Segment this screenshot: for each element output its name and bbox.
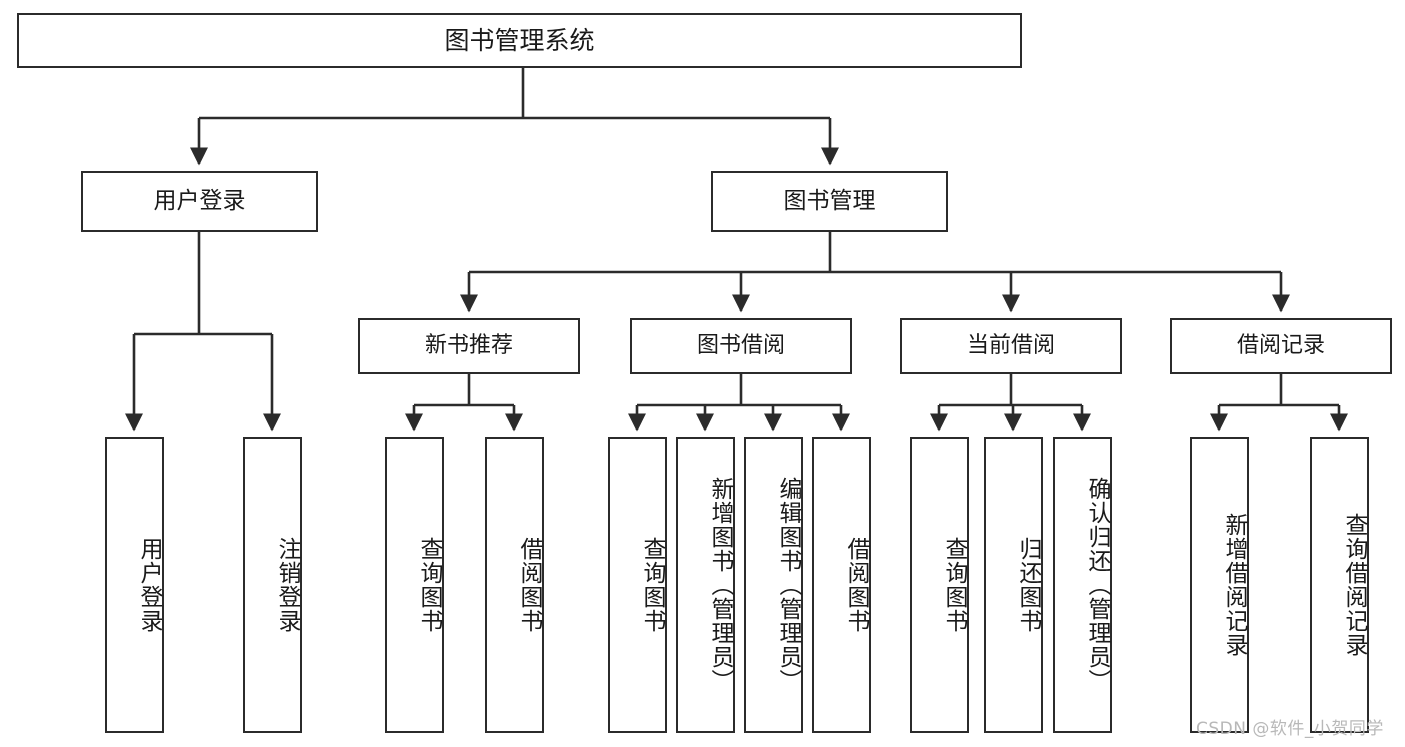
node-new-book-recommend[interactable]: 新书推荐 bbox=[358, 318, 580, 374]
node-root-label: 图书管理系统 bbox=[444, 25, 595, 55]
node-current-borrow[interactable]: 当前借阅 bbox=[900, 318, 1122, 374]
node-leaf-edit-book[interactable]: 编辑图书（管理员） bbox=[744, 437, 803, 733]
node-user-login-label: 用户登录 bbox=[153, 187, 246, 214]
node-leaf-logout[interactable]: 注销登录 bbox=[243, 437, 302, 733]
node-leaf-user-login-label: 用户登录 bbox=[136, 537, 162, 633]
node-leaf-add-book-label: 新增图书（管理员） bbox=[707, 477, 733, 693]
node-book-borrow[interactable]: 图书借阅 bbox=[630, 318, 852, 374]
node-leaf-query-book-2[interactable]: 查询图书 bbox=[608, 437, 667, 733]
node-leaf-add-book[interactable]: 新增图书（管理员） bbox=[676, 437, 735, 733]
node-leaf-confirm-return[interactable]: 确认归还（管理员） bbox=[1053, 437, 1112, 733]
watermark-csdn: CSDN @软件_小贺同学 bbox=[1196, 719, 1384, 739]
node-leaf-borrow-book-1-label: 借阅图书 bbox=[516, 537, 542, 633]
node-leaf-logout-label: 注销登录 bbox=[274, 537, 300, 633]
node-leaf-add-record-label: 新增借阅记录 bbox=[1221, 513, 1247, 657]
node-new-book-recommend-label: 新书推荐 bbox=[424, 333, 513, 359]
node-user-login[interactable]: 用户登录 bbox=[81, 171, 318, 232]
node-leaf-query-book-3-label: 查询图书 bbox=[941, 537, 967, 633]
node-leaf-query-book-3[interactable]: 查询图书 bbox=[910, 437, 969, 733]
node-leaf-query-record-label: 查询借阅记录 bbox=[1341, 513, 1367, 657]
node-book-manage-label: 图书管理 bbox=[783, 187, 876, 214]
node-leaf-borrow-book-2-label: 借阅图书 bbox=[843, 537, 869, 633]
node-leaf-return-book[interactable]: 归还图书 bbox=[984, 437, 1043, 733]
node-root[interactable]: 图书管理系统 bbox=[17, 13, 1022, 68]
node-current-borrow-label: 当前借阅 bbox=[966, 333, 1055, 359]
node-book-borrow-label: 图书借阅 bbox=[696, 333, 785, 359]
node-leaf-borrow-book-2[interactable]: 借阅图书 bbox=[812, 437, 871, 733]
node-leaf-user-login[interactable]: 用户登录 bbox=[105, 437, 164, 733]
node-leaf-query-book-1-label: 查询图书 bbox=[416, 537, 442, 633]
node-leaf-return-book-label: 归还图书 bbox=[1015, 537, 1041, 633]
node-borrow-record-label: 借阅记录 bbox=[1236, 333, 1325, 359]
node-leaf-edit-book-label: 编辑图书（管理员） bbox=[775, 477, 801, 693]
node-leaf-query-record[interactable]: 查询借阅记录 bbox=[1310, 437, 1369, 733]
node-leaf-query-book-2-label: 查询图书 bbox=[639, 537, 665, 633]
node-leaf-confirm-return-label: 确认归还（管理员） bbox=[1084, 477, 1110, 693]
node-leaf-add-record[interactable]: 新增借阅记录 bbox=[1190, 437, 1249, 733]
node-borrow-record[interactable]: 借阅记录 bbox=[1170, 318, 1392, 374]
node-leaf-query-book-1[interactable]: 查询图书 bbox=[385, 437, 444, 733]
node-leaf-borrow-book-1[interactable]: 借阅图书 bbox=[485, 437, 544, 733]
node-book-manage[interactable]: 图书管理 bbox=[711, 171, 948, 232]
